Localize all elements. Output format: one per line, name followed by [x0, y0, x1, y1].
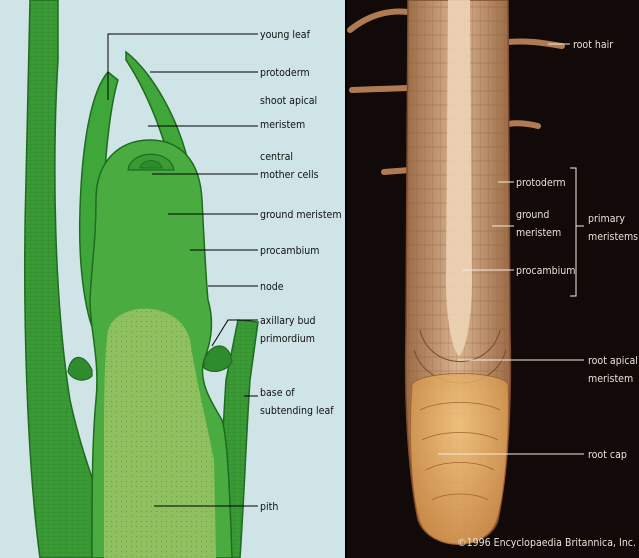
label-base-2: subtending leaf: [260, 405, 334, 417]
label-axillary-1: axillary bud: [260, 315, 316, 327]
shoot-panel: young leaf protoderm shoot apical merist…: [0, 0, 345, 558]
label-ground-meristem: ground meristem: [260, 209, 342, 221]
label-shoot-apical-1: shoot apical: [260, 95, 317, 107]
label-protoderm: protoderm: [260, 67, 310, 79]
label-procambium: procambium: [260, 245, 319, 257]
label-root-protoderm: protoderm: [516, 177, 566, 189]
label-shoot-apical-2: meristem: [260, 119, 305, 131]
label-root-hair: root hair: [573, 39, 613, 51]
root-hair-5: [508, 123, 538, 126]
root-hair-3: [384, 170, 410, 172]
label-node: node: [260, 281, 284, 293]
label-root-apical-2: meristem: [588, 373, 633, 385]
label-root-procambium: procambium: [516, 265, 575, 277]
label-root-ground-1: ground: [516, 209, 549, 221]
root-hair-2: [352, 88, 408, 90]
label-pith: pith: [260, 501, 278, 513]
label-central-2: mother cells: [260, 169, 319, 181]
copyright-notice: ©1996 Encyclopaedia Britannica, Inc.: [457, 537, 636, 549]
root-panel: root hair protoderm ground meristem proc…: [347, 0, 639, 558]
label-central-1: central: [260, 151, 293, 163]
label-young-leaf: young leaf: [260, 29, 311, 41]
label-root-apical-1: root apical: [588, 355, 638, 367]
label-axillary-2: primordium: [260, 333, 315, 345]
root-cap: [410, 374, 508, 545]
label-primary-1: primary: [588, 213, 625, 225]
label-base-1: base of: [260, 387, 295, 399]
label-root-ground-2: meristem: [516, 227, 561, 239]
procambium-core: [446, 0, 472, 356]
label-primary-2: meristems: [588, 231, 638, 243]
label-root-cap: root cap: [588, 449, 627, 461]
